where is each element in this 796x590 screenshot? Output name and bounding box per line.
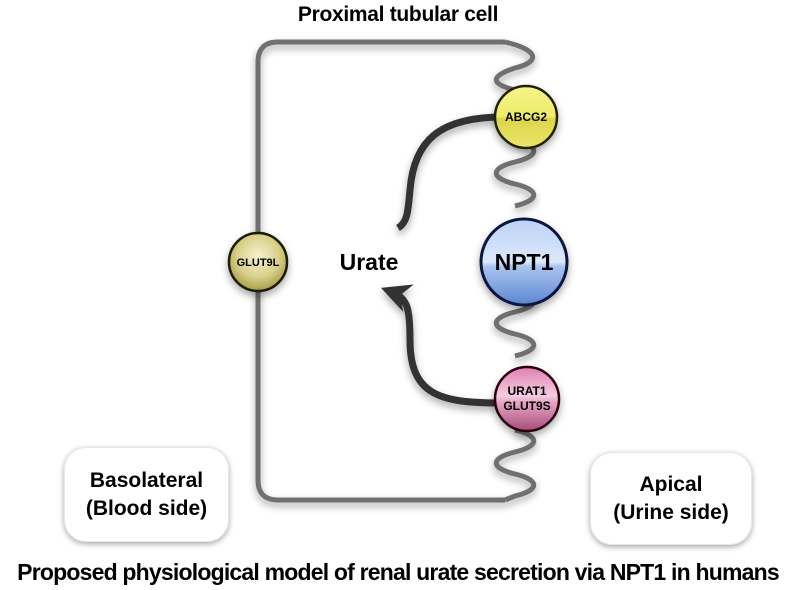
transporter-abcg2: [493, 84, 559, 150]
basolateral-side-box: Basolateral (Blood side): [64, 447, 229, 542]
urine-side-label: (Urine side): [613, 500, 729, 524]
urat1-reabsorption-arrow: [380, 284, 501, 407]
abcg2-label: ABCG2: [505, 110, 547, 124]
urat1-label: URAT1: [507, 384, 546, 398]
urate-to-abcg2-path: [395, 113, 501, 231]
blood-side-label: (Blood side): [85, 496, 208, 520]
glut9l-label: GLUT9L: [237, 257, 280, 269]
apical-side-box: Apical (Urine side): [590, 452, 752, 545]
basolateral-label: Basolateral: [89, 468, 204, 492]
apical-membrane-wave: [493, 39, 537, 503]
diagram-caption: Proposed physiological model of renal ur…: [17, 559, 779, 585]
transporter-urat1-glut9s: [493, 365, 561, 433]
diagram-title: Proximal tubular cell: [297, 3, 499, 26]
urate-label: Urate: [340, 249, 399, 275]
npt1-label: NPT1: [495, 249, 554, 275]
apical-label: Apical: [639, 472, 703, 496]
glut9s-label: GLUT9S: [503, 399, 550, 413]
transporter-glut9l: [227, 231, 289, 293]
transporter-npt1: [479, 217, 569, 307]
